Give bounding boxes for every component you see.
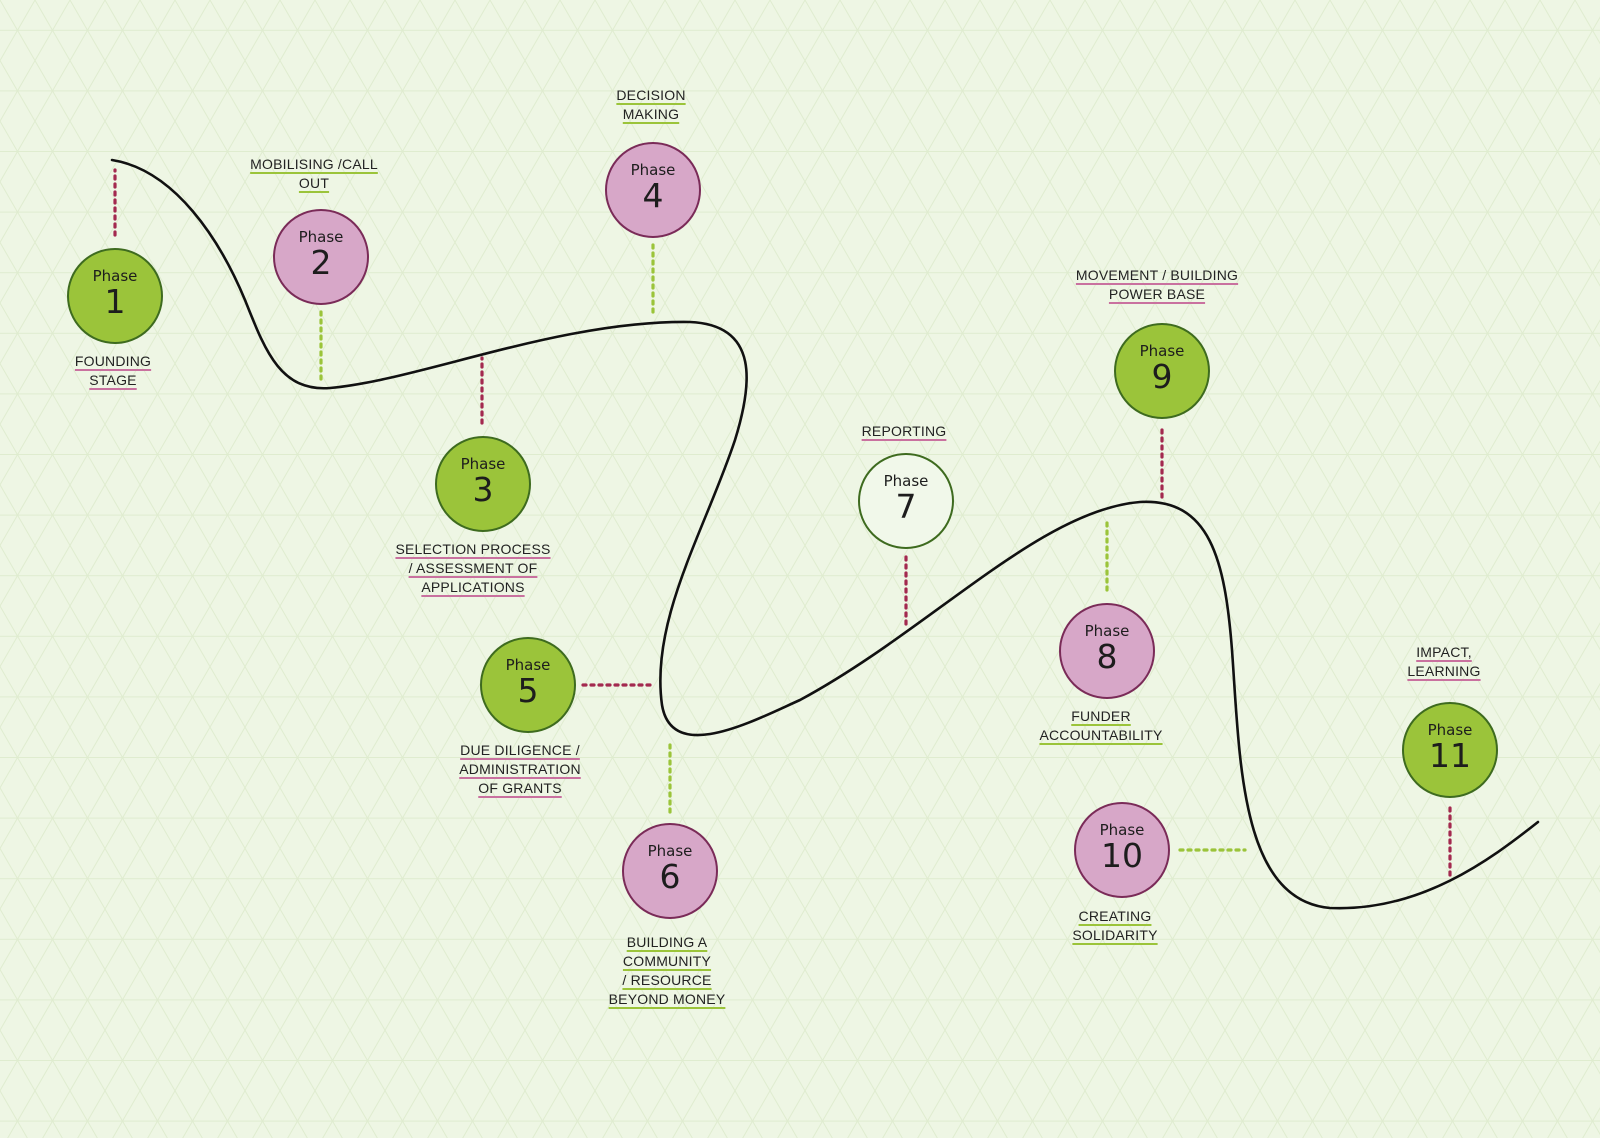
journey-path [110,158,1540,910]
phase-11-number: 11 [1429,736,1471,775]
phase-7-word: Phase [883,472,929,490]
phase-6-label-line: COMMUNITY [622,953,712,969]
phase-5-label-line: OF GRANTS [478,780,562,796]
phase-9-label-line: POWER BASE [1108,286,1206,302]
phase-6-word: Phase [647,842,693,860]
phase-4-word: Phase [630,161,676,179]
phase-11-word: Phase [1427,721,1473,739]
phase-9-label: MOVEMENT / BUILDING POWER BASE [1076,266,1238,304]
phase-1-label-line: STAGE [89,372,137,388]
phase-5-word: Phase [505,656,551,674]
phase-6-label-line: BUILDING A [626,934,708,950]
phase-11-label: IMPACT, LEARNING [1407,643,1480,681]
phase-6-label: BUILDING A COMMUNITY / RESOURCE BEYOND MONE… [609,933,726,1009]
phase-3-word: Phase [460,455,506,473]
phase-1-label-line: FOUNDING [74,353,152,369]
phase-7-label: REPORTING [862,422,947,441]
phase-8-label-line: FUNDER [1071,708,1131,724]
phase-3-number: 3 [472,470,494,509]
phase-6-label-line: BEYOND MONEY [608,991,726,1007]
phase-10-label-line: SOLIDARITY [1072,927,1158,943]
phase-8-label: FUNDER ACCOUNTABILITY [1039,707,1162,745]
phase-1-number: 1 [104,282,126,321]
phase-2-label: MOBILISING /CALL OUT [250,155,378,193]
phase-2-number: 2 [310,243,332,282]
phase-5-number: 5 [517,671,539,710]
phase-9-word: Phase [1139,342,1185,360]
phase-8-number: 8 [1096,637,1118,676]
phase-1-word: Phase [92,267,138,285]
phase-5-label: DUE DILIGENCE / ADMINISTRATION OF GRANTS [459,741,581,798]
phase-10-word: Phase [1099,821,1145,839]
phase-3-label: SELECTION PROCESS / ASSESSMENT OF APPLICAT… [395,540,550,597]
phase-7-number: 7 [895,487,917,526]
phase-10-label: CREATING SOLIDARITY [1072,907,1157,945]
phase-3-label-line: SELECTION PROCESS [395,541,551,557]
phase-8-word: Phase [1084,622,1130,640]
phase-10-number: 10 [1101,836,1143,875]
phase-10-label-line: CREATING [1078,908,1152,924]
phase-2-label-line: MOBILISING /CALL [250,156,378,172]
phase-1-label: FOUNDING STAGE [75,352,151,390]
phase-5-label-line: DUE DILIGENCE / [460,742,580,758]
phase-6-label-line: / RESOURCE [622,972,712,988]
phase-11-label-line: LEARNING [1407,663,1481,679]
phase-6-number: 6 [659,857,681,896]
phase-4-label: DECISION MAKING [616,86,685,124]
phase-3-label-line: APPLICATIONS [421,579,525,595]
phase-3-label-line: / ASSESSMENT OF [408,560,538,576]
phase-2-label-line: OUT [298,175,330,191]
phase-4-label-line: MAKING [622,106,680,122]
phase-4-number: 4 [642,176,664,215]
phase-9-label-line: MOVEMENT / BUILDING [1075,267,1239,283]
phase-4-label-line: DECISION [616,87,686,103]
phase-8-label-line: ACCOUNTABILITY [1039,727,1163,743]
phase-2-word: Phase [298,228,344,246]
phase-11-label-line: IMPACT, [1416,644,1472,660]
phase-7-label-line: REPORTING [861,423,947,439]
phase-5-label-line: ADMINISTRATION [459,761,581,777]
phase-9-number: 9 [1151,357,1173,396]
